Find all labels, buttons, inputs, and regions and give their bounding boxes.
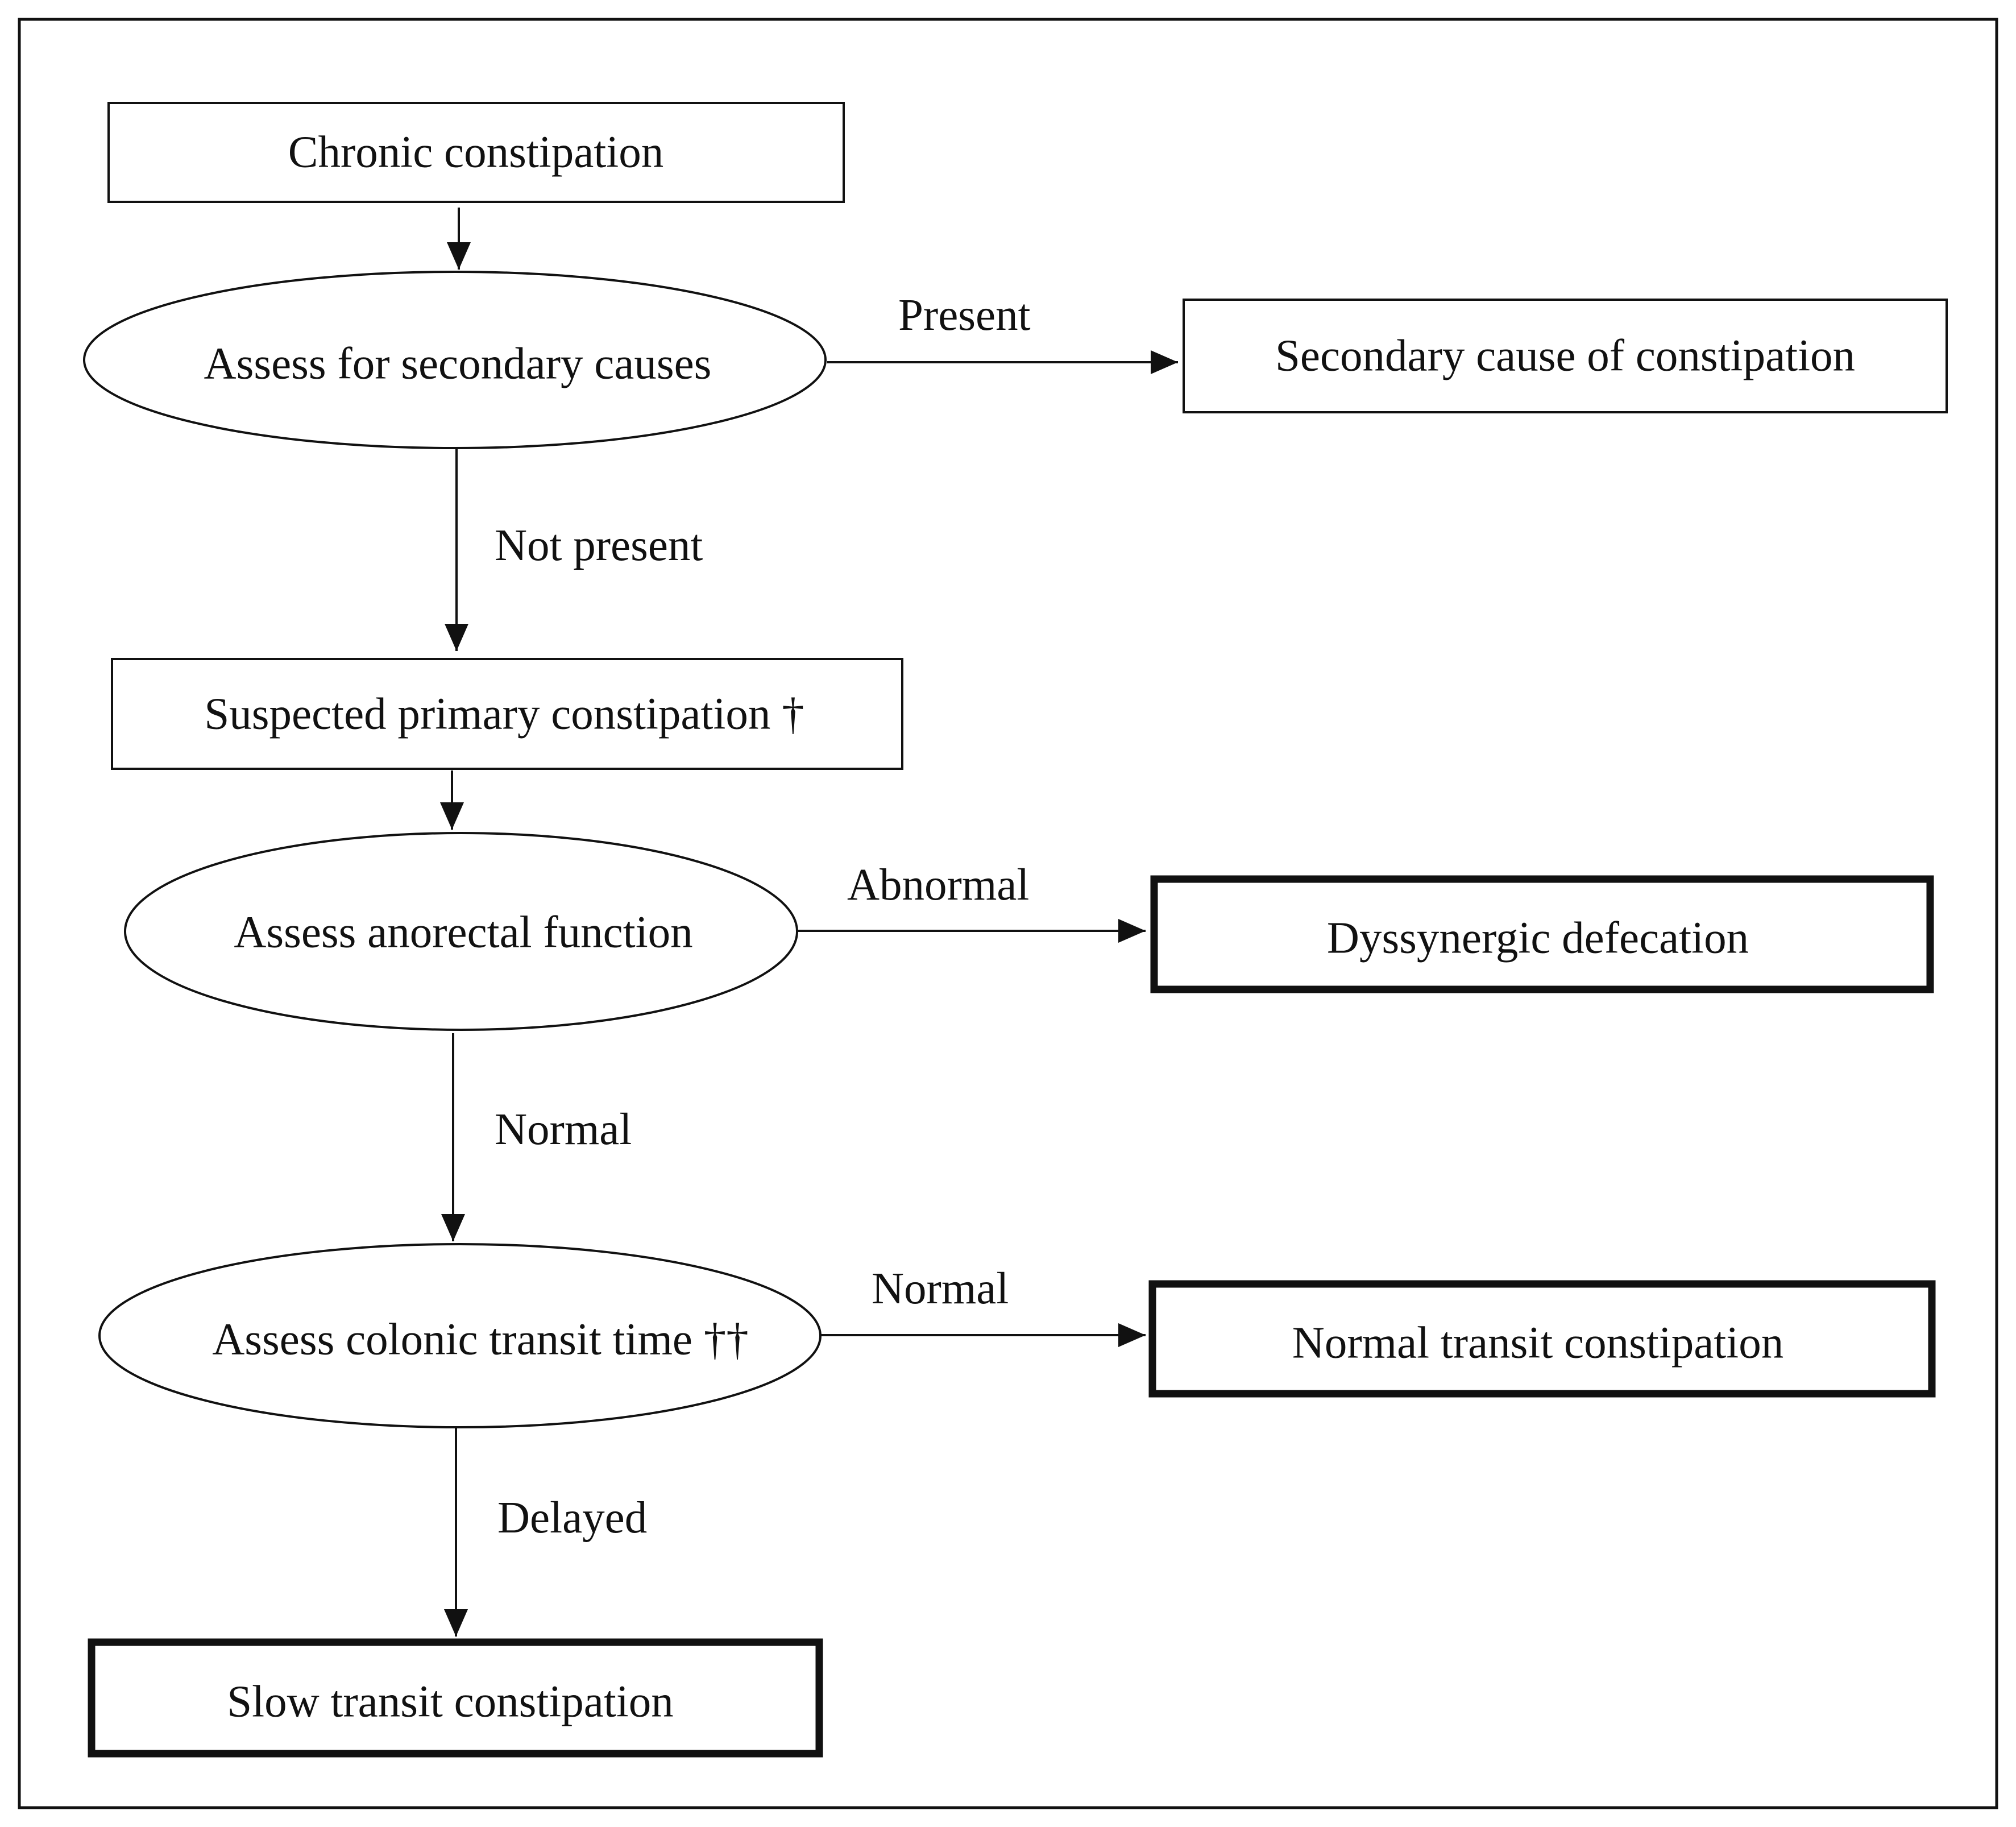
node-secondary-cause: Secondary cause of constipation xyxy=(1183,299,1948,413)
node-assess-anorectal: Assess anorectal function xyxy=(124,832,798,1031)
node-chronic-constipation: Chronic constipation xyxy=(107,102,845,203)
edge-label-present: Present xyxy=(898,291,1031,340)
node-normal-transit-label: Normal transit constipation xyxy=(1292,1319,1783,1368)
node-assess-secondary-causes: Assess for secondary causes xyxy=(83,271,827,449)
edge-label-not-present: Not present xyxy=(495,521,703,570)
node-assess-transit: Assess colonic transit time †† xyxy=(98,1243,822,1428)
node-suspected-primary-label: Suspected primary constipation † xyxy=(204,690,804,739)
node-assess-secondary-causes-label: Assess for secondary causes xyxy=(204,339,712,389)
node-dyssynergic-defecation: Dyssynergic defecation xyxy=(1150,875,1934,993)
node-normal-transit: Normal transit constipation xyxy=(1148,1280,1936,1398)
edge-label-delayed: Delayed xyxy=(497,1493,647,1543)
node-secondary-cause-label: Secondary cause of constipation xyxy=(1275,332,1855,381)
outer-frame xyxy=(18,18,1998,1809)
node-assess-anorectal-label: Assess anorectal function xyxy=(234,908,692,958)
node-slow-transit-label: Slow transit constipation xyxy=(227,1677,674,1727)
node-slow-transit: Slow transit constipation xyxy=(88,1638,823,1758)
node-dyssynergic-defecation-label: Dyssynergic defecation xyxy=(1327,914,1749,963)
edge-label-normal-down: Normal xyxy=(495,1105,632,1154)
node-chronic-constipation-label: Chronic constipation xyxy=(288,128,663,177)
edge-label-normal-right: Normal xyxy=(872,1264,1009,1314)
node-assess-transit-label: Assess colonic transit time †† xyxy=(212,1315,749,1365)
node-suspected-primary: Suspected primary constipation † xyxy=(111,658,903,770)
edge-label-abnormal: Abnormal xyxy=(847,860,1029,910)
